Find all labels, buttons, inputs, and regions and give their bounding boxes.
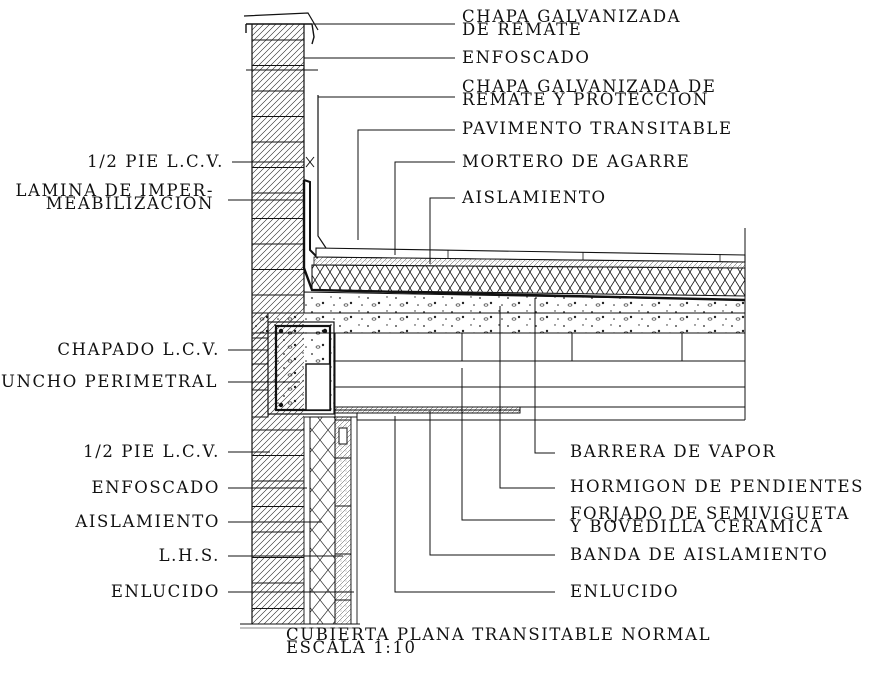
label-lamina: LAMINA DE IMPER-MEABILIZACION bbox=[15, 181, 214, 213]
leader-lines-right bbox=[304, 23, 555, 593]
label-mortero: MORTERO DE AGARRE bbox=[462, 152, 691, 171]
label-pavimento: PAVIMENTO TRANSITABLE bbox=[462, 119, 733, 138]
drawing-caption: CUBIERTA PLANA TRANSITABLE NORMAL ESCALA… bbox=[286, 625, 712, 657]
label-medio-pie-top: 1/2 PIE L.C.V. bbox=[87, 152, 224, 171]
label-enfoscado-top: ENFOSCADO bbox=[462, 48, 591, 67]
perimeter-beam bbox=[251, 312, 335, 418]
lower-wall-layers bbox=[240, 409, 520, 629]
caption-scale: ESCALA 1:10 bbox=[286, 638, 417, 657]
protection-flashing bbox=[303, 95, 327, 259]
wall-anchor-mark bbox=[305, 156, 315, 168]
waterproof-membrane bbox=[302, 180, 746, 302]
leader-lines-left bbox=[228, 161, 354, 593]
label-hormigon: HORMIGON DE PENDIENTES bbox=[570, 477, 865, 496]
label-zuncho: ZUNCHO PERIMETRAL bbox=[0, 372, 218, 391]
label-medio-pie-bottom: 1/2 PIE L.C.V. bbox=[83, 442, 220, 461]
caption-title: CUBIERTA PLANA TRANSITABLE NORMAL bbox=[286, 625, 712, 644]
label-enlucido-right: ENLUCIDO bbox=[570, 582, 680, 601]
label-aislamiento-bottom: AISLAMIENTO bbox=[75, 512, 220, 531]
label-aislamiento-top: AISLAMIENTO bbox=[462, 188, 607, 207]
label-lhs: L.H.S. bbox=[158, 546, 220, 565]
label-barrera: BARRERA DE VAPOR bbox=[570, 442, 777, 461]
label-enlucido-left: ENLUCIDO bbox=[110, 582, 220, 601]
label-chapado: CHAPADO L.C.V. bbox=[57, 340, 220, 359]
label-banda: BANDA DE AISLAMIENTO bbox=[570, 545, 829, 564]
label-enfoscado-bottom: ENFOSCADO bbox=[91, 478, 220, 497]
